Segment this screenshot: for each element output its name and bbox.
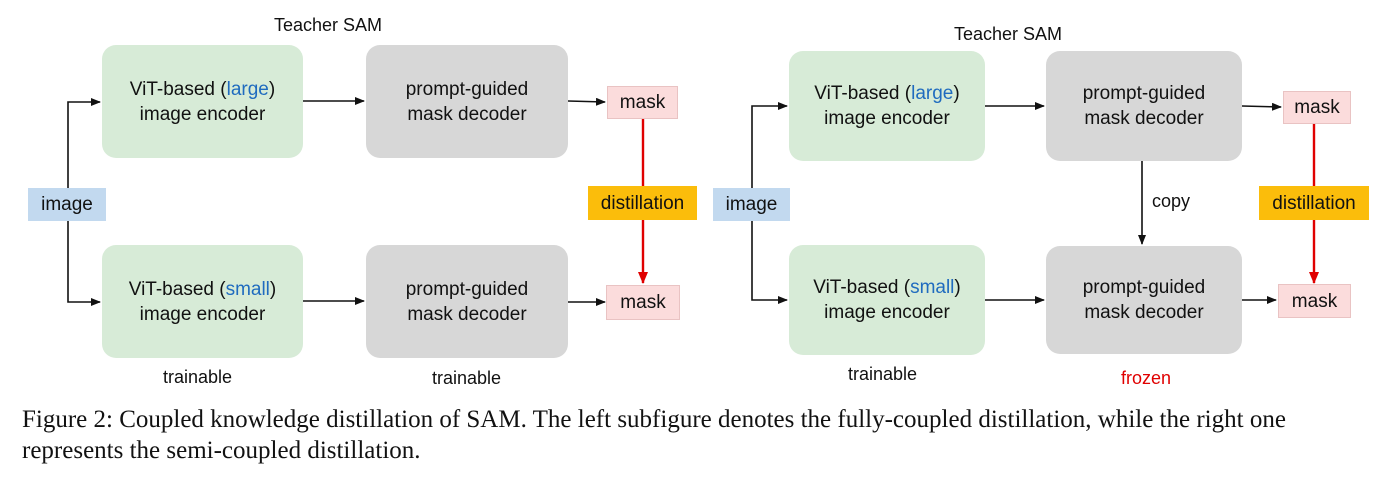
right-large-encoder-box: ViT-based (large) image encoder: [789, 51, 985, 161]
left-large-encoder-accent: large: [226, 78, 269, 100]
right-top-mask-box: mask: [1283, 91, 1351, 124]
left-large-encoder-box: ViT-based (large) image encoder: [102, 45, 303, 158]
left-bottom-decoder-line1: prompt-guided: [405, 278, 529, 300]
left-image-box: image: [28, 188, 106, 221]
left-encoder-status-label: trainable: [163, 367, 233, 387]
left-bottom-decoder-box: prompt-guided mask decoder: [366, 245, 568, 358]
left-top-mask-box: mask: [607, 86, 678, 119]
figure-diagram: Teacher SAM image ViT-based (large) imag…: [28, 15, 1369, 388]
left-teacher-sam-label: Teacher SAM: [274, 15, 383, 35]
right-image-box: image: [713, 188, 790, 221]
right-small-encoder-line2: image encoder: [824, 302, 950, 323]
left-image-to-small-encoder-arrow: [67, 220, 101, 306]
right-small-encoder-line1: ViT-based (small): [813, 277, 961, 298]
right-bottom-decoder-box: prompt-guided mask decoder: [1046, 246, 1242, 354]
right-small-encoder-accent: small: [910, 277, 955, 298]
right-large-encoder-accent: large: [911, 83, 954, 104]
left-top-dec-to-mask-arrow: [567, 97, 606, 106]
left-small-encoder-line1: ViT-based (small): [128, 278, 277, 300]
left-distillation-box: distillation: [588, 186, 697, 220]
left-top-decoder-line1: prompt-guided: [405, 78, 529, 100]
right-bottom-decoder-line1: prompt-guided: [1082, 277, 1206, 298]
right-image-to-small-encoder-arrow: [751, 220, 788, 304]
right-large-encoder-line1: ViT-based (large): [814, 83, 960, 104]
arrows-layer: [67, 97, 1319, 306]
left-bottom-mask-box: mask: [606, 285, 680, 320]
right-encoder-status-label: trainable: [848, 364, 918, 384]
left-image-text: image: [41, 194, 93, 215]
left-large-encoder-line1: ViT-based (large): [129, 78, 276, 100]
right-distillation-box: distillation: [1259, 186, 1369, 220]
right-teacher-sam-label: Teacher SAM: [954, 24, 1063, 44]
right-copy-label: copy: [1152, 191, 1191, 211]
left-decoder-status-label: trainable: [432, 368, 502, 388]
right-bottom-mask-box: mask: [1278, 284, 1351, 318]
left-bottom-decoder-line2: mask decoder: [407, 303, 527, 325]
left-small-encoder-accent: small: [225, 278, 270, 300]
left-image-to-encoders-arrow: [67, 98, 101, 190]
right-top-dec-to-mask-arrow: [1241, 102, 1282, 111]
right-bottom-decoder-line2: mask decoder: [1084, 302, 1204, 323]
left-large-encoder-line2: image encoder: [139, 103, 266, 125]
left-top-decoder-box: prompt-guided mask decoder: [366, 45, 568, 158]
right-large-encoder-line2: image encoder: [824, 108, 950, 129]
right-top-decoder-line2: mask decoder: [1084, 108, 1204, 129]
right-top-decoder-box: prompt-guided mask decoder: [1046, 51, 1242, 161]
right-image-to-large-encoder-arrow: [751, 102, 788, 190]
left-small-encoder-line2: image encoder: [139, 303, 266, 325]
right-small-encoder-box: ViT-based (small) image encoder: [789, 245, 985, 355]
figure-caption: Figure 2: Coupled knowledge distillation…: [22, 406, 1286, 464]
right-top-decoder-line1: prompt-guided: [1082, 83, 1206, 104]
left-top-decoder-line2: mask decoder: [407, 103, 527, 125]
right-decoder-status-label: frozen: [1121, 368, 1172, 388]
left-small-encoder-box: ViT-based (small) image encoder: [102, 245, 303, 358]
